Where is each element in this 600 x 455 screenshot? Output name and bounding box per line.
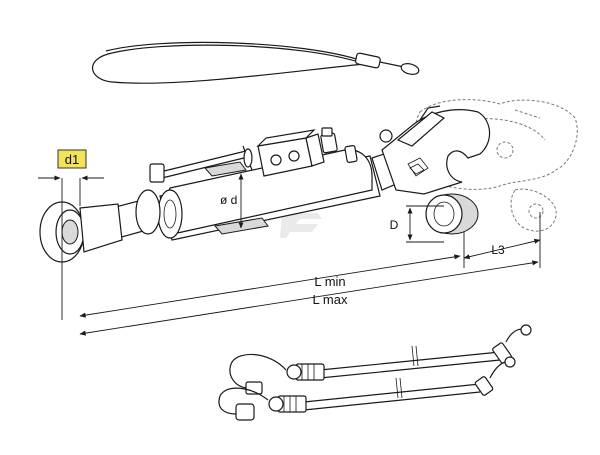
- rod-and-eye-end: [39, 189, 161, 263]
- D-label: D: [390, 218, 399, 232]
- dimension-lines: [38, 173, 541, 336]
- cylinder-body: [157, 149, 397, 241]
- watermark-logo: [280, 213, 322, 238]
- safety-cable: [91, 41, 420, 84]
- L-min-label: L min: [314, 274, 345, 289]
- quick-coupler-hook: [379, 105, 491, 195]
- L3-label: L3: [491, 243, 505, 257]
- bore-diameter-label: ø d: [220, 193, 237, 207]
- hitch-ball-joint: [425, 193, 479, 235]
- d1-label: d1: [65, 152, 79, 167]
- spring-bar: [149, 145, 253, 183]
- hydraulic-hoses: [218, 324, 532, 421]
- L-max-label: L max: [313, 292, 348, 307]
- valve-block: [256, 127, 358, 177]
- d1-label-box: d1: [57, 149, 87, 169]
